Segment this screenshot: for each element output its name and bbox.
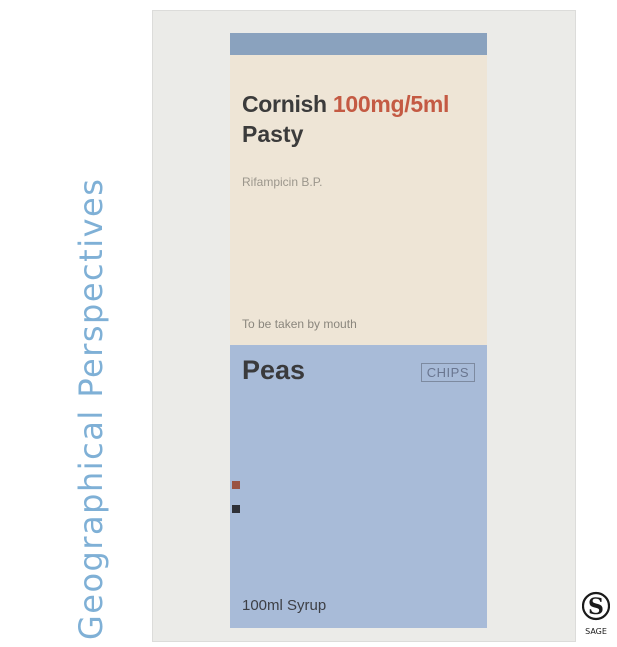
label-upper-panel: Cornish 100mg/5ml Pasty Rifampicin B.P. … xyxy=(230,55,487,345)
sage-logo-icon: S SAGE xyxy=(582,591,610,636)
series-title: Geographical Perspectives xyxy=(72,177,110,640)
tag-box: CHIPS xyxy=(420,363,475,382)
book-cover: Cornish 100mg/5ml Pasty Rifampicin B.P. … xyxy=(152,10,576,642)
red-square-mark xyxy=(232,481,240,489)
svg-text:S: S xyxy=(588,594,604,620)
product-name-line1: Cornish 100mg/5ml xyxy=(242,91,449,118)
label-top-band xyxy=(230,33,487,55)
dark-square-mark xyxy=(232,505,240,513)
label-lower-panel: Peas CHIPS 100ml Syrup xyxy=(230,345,487,628)
ingredient-text: Rifampicin B.P. xyxy=(242,175,323,189)
product-name-line2: Pasty xyxy=(242,121,304,147)
svg-text:SAGE: SAGE xyxy=(585,627,607,636)
volume-text: 100ml Syrup xyxy=(242,597,327,614)
directions-text: To be taken by mouth xyxy=(242,317,357,331)
secondary-name: Peas xyxy=(242,355,306,385)
product-name: Cornish xyxy=(242,91,327,117)
product-strength: 100mg/5ml xyxy=(332,91,450,117)
